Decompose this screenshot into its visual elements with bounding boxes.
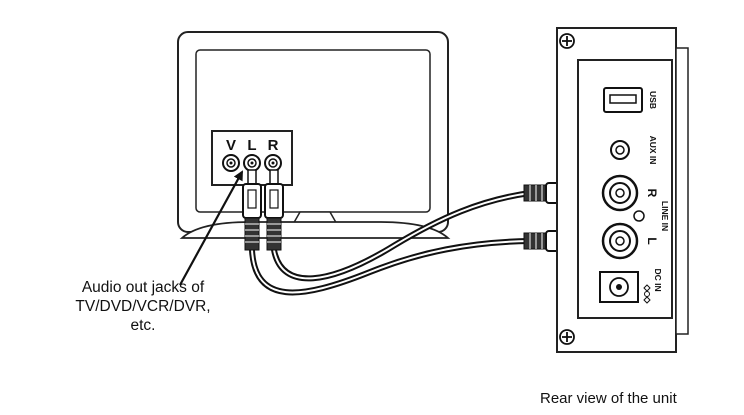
usb-label: USB [648,91,658,109]
tv-jack-label-l: L [247,137,256,154]
rca-jack-icon[interactable] [264,154,282,172]
rca-jack-icon[interactable] [601,222,639,260]
rear-view-caption: Rear view of the unit [540,390,677,407]
callout-line: TV/DVD/VCR/DVR, [75,298,211,315]
audio-cables [249,190,533,296]
aux-jack-icon[interactable] [610,140,630,160]
rca-jack-icon[interactable] [222,154,240,172]
arrow-icon [179,170,243,286]
line-in-l-label: L [645,237,659,244]
indicator-icon [633,210,645,222]
dc-in-label: DC IN [653,268,663,291]
polarity-icon [643,284,651,304]
screw-icon [559,33,575,49]
line-in-r-label: R [645,189,659,198]
rca-plug-icon [242,169,262,251]
tv-jack-label-v: V [226,137,236,154]
dc-jack-icon[interactable] [599,271,639,303]
aux-in-label: AUX IN [648,136,658,165]
callout-line: Audio out jacks of [81,279,205,296]
tv-jack-label-r: R [268,137,279,154]
rca-jack-icon[interactable] [601,174,639,212]
screw-icon [559,329,575,345]
rca-jack-icon[interactable] [243,154,261,172]
callout-line: etc. [130,317,156,334]
usb-port-icon[interactable] [603,87,643,113]
source-callout: Audio out jacks of TV/DVD/VCR/DVR, etc. [30,278,256,335]
unit-rear-panel: USB AUX IN R LINE IN L DC IN [556,27,689,353]
rca-plug-icon [264,169,284,251]
line-in-label: LINE IN [660,201,670,231]
